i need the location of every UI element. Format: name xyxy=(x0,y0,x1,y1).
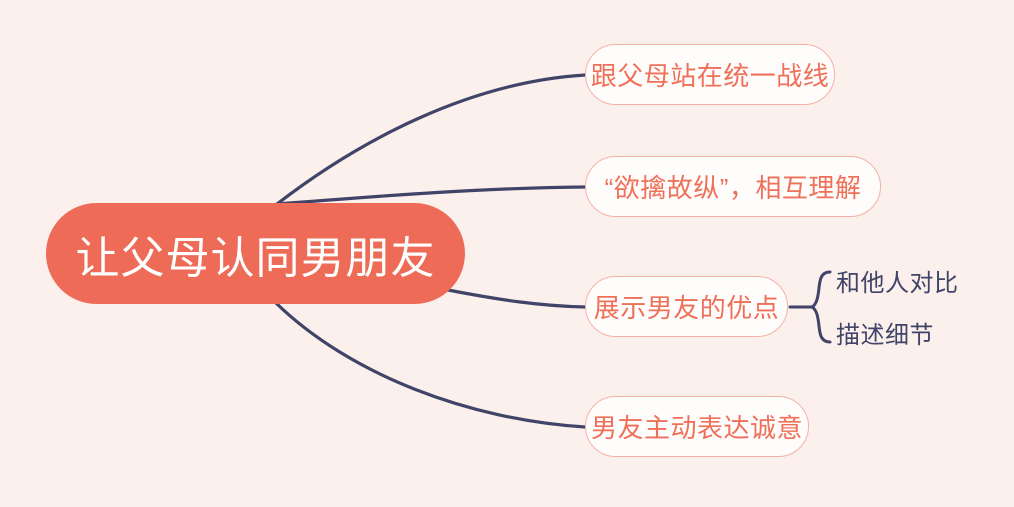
branch-node-mutual-understanding[interactable]: “欲擒故纵”，相互理解 xyxy=(585,156,881,217)
brace-branch-2-children xyxy=(809,270,832,344)
leaf-label-compare-with-others[interactable]: 和他人对比 xyxy=(836,270,959,297)
root-node[interactable]: 让父母认同男朋友 xyxy=(46,203,465,304)
connector-root-to-branch-1 xyxy=(275,185,587,206)
connector-root-to-branch-0 xyxy=(275,73,587,206)
leaf-label-describe-details[interactable]: 描述细节 xyxy=(836,322,934,349)
branch-node-stand-with-parents[interactable]: 跟父母站在统一战线 xyxy=(585,44,835,105)
connector-root-to-branch-3 xyxy=(274,301,587,429)
connector-root-to-branch-2 xyxy=(446,288,587,309)
branch-node-show-strengths[interactable]: 展示男友的优点 xyxy=(585,276,788,337)
branch-node-boyfriend-sincerity[interactable]: 男友主动表达诚意 xyxy=(585,396,809,457)
